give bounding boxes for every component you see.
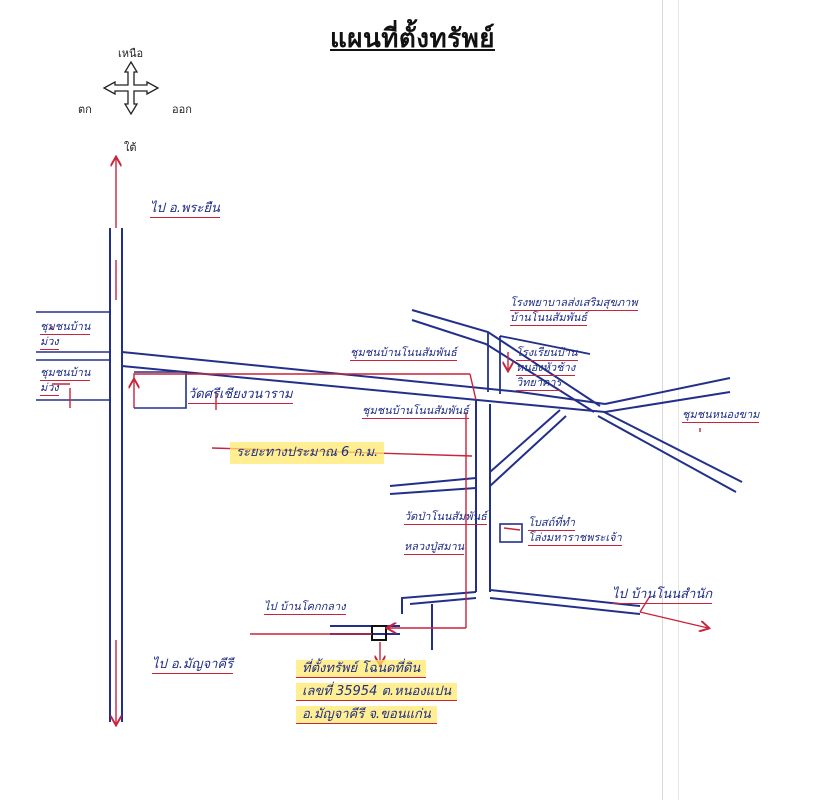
school-block: [487, 332, 591, 394]
road-north-east: [411, 309, 743, 493]
road-center-branches: [389, 409, 641, 650]
compass-west-label: ตก: [78, 103, 92, 116]
label-wat-center: วัดป่าโนนสัมพันธ์หลวงปู่สมาน: [404, 510, 487, 555]
label-to-manchakhiri: ไป อ.มัญจาคีรี: [152, 657, 234, 674]
temple-small-box: [499, 523, 523, 543]
label-community-left-1: ชุมชนบ้านม่วง: [40, 320, 91, 350]
label-community-right: ชุมชนหนองขาม: [682, 408, 760, 423]
left-community-boxes: [36, 311, 187, 409]
road-main-vertical: [109, 228, 123, 722]
label-hospital: โรงพยาบาลส่งเสริมสุขภาพบ้านโนนสัมพันธ์: [510, 296, 638, 326]
map-title: แผนที่ตั้งทรัพย์: [330, 24, 495, 54]
label-to-ban-non: ไป บ้านโนนสำนัก: [612, 587, 713, 604]
label-to-ban-khok: ไป บ้านโคกกลาง: [264, 600, 346, 615]
compass-icon: [102, 60, 160, 116]
compass-south-label: ใต้: [124, 141, 137, 154]
label-school: โรงเรียนบ้านหนองหัวช้างวิทยาคาร: [516, 346, 578, 391]
road-center-vertical: [475, 400, 491, 592]
page-edge-line: [662, 0, 663, 800]
label-community-left-2: ชุมชนบ้านม่วง: [40, 366, 91, 396]
label-to-phrayuen: ไป อ.พระยืน: [150, 201, 220, 218]
label-property: ที่ตั้งทรัพย์ โฉนดที่ดิน เลขที่ 35954 ต.…: [296, 658, 458, 726]
label-temple-small: โบสถ์ที่ทำโล่งมหาราชพระเจ้า: [528, 516, 622, 546]
compass-north-label: เหนือ: [118, 47, 144, 60]
compass-east-label: ออก: [172, 103, 192, 116]
label-wat-left: วัดศรีเชียงวนาราม: [188, 387, 293, 404]
label-community-top: ชุมชนบ้านโนนสัมพันธ์: [350, 346, 457, 361]
road-to-property: [330, 625, 400, 635]
label-community-mid: ชุมชนบ้านโนนสัมพันธ์: [362, 404, 469, 419]
label-distance: ระยะทางประมาณ 6 ก.ม.: [230, 442, 385, 464]
